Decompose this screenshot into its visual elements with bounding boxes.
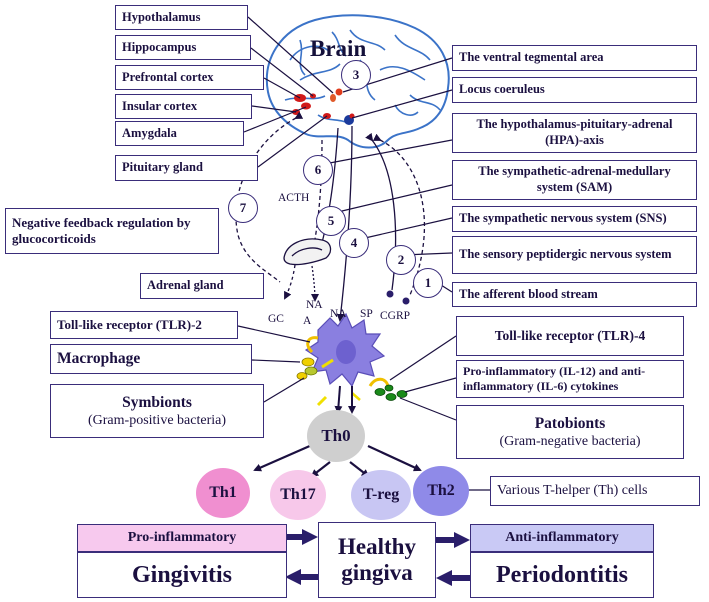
- amygdala-label: Amygdala: [115, 121, 244, 146]
- sns-label: The sympathetic nervous system (SNS): [452, 206, 697, 232]
- prefrontal-cortex-label: Prefrontal cortex: [115, 65, 264, 90]
- macrophage-to-th0: [334, 385, 356, 414]
- pathway-number-7: 7: [228, 193, 258, 223]
- brain-outline: [265, 14, 450, 149]
- symbionts-title: Symbionts: [122, 393, 192, 411]
- healthy-line: Healthy: [338, 533, 416, 559]
- pathway-number-2: 2: [386, 245, 416, 275]
- patobionts-title: Patobionts: [534, 414, 606, 432]
- pituitary-gland-label: Pituitary gland: [115, 155, 258, 181]
- symbionts-box: Symbionts (Gram-positive bacteria): [50, 384, 264, 438]
- macrophage-cell: [304, 312, 386, 388]
- gc-label: GC: [268, 313, 284, 325]
- th0-cell: Th0: [307, 410, 365, 462]
- th17-cell: Th17: [270, 470, 326, 520]
- insular-cortex-label: Insular cortex: [115, 94, 252, 119]
- pathway-number-5: 5: [316, 206, 346, 236]
- tlr4-label: Toll-like receptor (TLR)-4: [456, 316, 684, 356]
- patobionts-box: Patobionts (Gram-negative bacteria): [456, 405, 684, 459]
- adrenal-gland-shape: [283, 238, 332, 266]
- th-cells-description: Various T-helper (Th) cells: [490, 476, 700, 506]
- gingiva-line: gingiva: [341, 560, 413, 585]
- hippocampus-label: Hippocampus: [115, 35, 251, 60]
- periodontitis-box: Periodontitis: [470, 552, 654, 598]
- afferent-blood-stream-label: The afferent blood stream: [452, 282, 697, 307]
- left-connectors: [243, 16, 334, 168]
- pathway-number-1: 1: [413, 268, 443, 298]
- healthy-gingiva-box: Healthy gingiva: [318, 522, 436, 598]
- outcome-arrows: [285, 529, 470, 586]
- symbionts-subtitle: (Gram-positive bacteria): [88, 412, 226, 428]
- pathway-number-6: 6: [303, 155, 333, 185]
- patobionts-subtitle: (Gram-negative bacteria): [499, 433, 641, 449]
- hypothalamus-label: Hypothalamus: [115, 5, 248, 30]
- pathway-number-3: 3: [341, 60, 371, 90]
- brain-title: Brain: [310, 36, 367, 61]
- sp-label: SP: [360, 308, 373, 320]
- acth-label: ACTH: [278, 192, 310, 204]
- hpa-axis-label: The hypothalamus-pituitary-adrenal (HPA)…: [452, 113, 697, 153]
- na-label-1: NA: [306, 299, 323, 311]
- tlr2-label: Toll-like receptor (TLR)-2: [50, 311, 238, 339]
- gingivitis-box: Gingivitis: [77, 552, 287, 598]
- sensory-peptidergic-label: The sensory peptidergic nervous system: [452, 236, 697, 274]
- pathway-number-4: 4: [339, 228, 369, 258]
- anti-inflammatory-header: Anti-inflammatory: [470, 524, 654, 552]
- treg-cell: T-reg: [351, 470, 411, 520]
- th1-cell: Th1: [196, 468, 250, 518]
- ventral-tegmental-area-label: The ventral tegmental area: [452, 45, 697, 71]
- na-label-2: NA: [330, 308, 347, 320]
- sam-label: The sympathetic-adrenal-medullary system…: [452, 160, 697, 200]
- cytokines-label: Pro-inflammatory (IL-12) and anti-inflam…: [456, 360, 684, 398]
- a-label: A: [303, 315, 312, 327]
- nerve-endpoints: [386, 290, 410, 305]
- locus-coeruleus-label: Locus coeruleus: [452, 77, 697, 103]
- macrophage-label: Macrophage: [50, 344, 252, 374]
- adrenal-gland-label: Adrenal gland: [140, 273, 264, 299]
- th2-cell: Th2: [413, 466, 469, 516]
- pro-inflammatory-header: Pro-inflammatory: [77, 524, 287, 552]
- gram-negative-bacteria: [316, 377, 408, 407]
- brain-nuclei: [292, 88, 355, 125]
- cgrp-label: CGRP: [380, 310, 411, 322]
- negative-feedback-label: Negative feedback regulation by glucocor…: [5, 208, 219, 254]
